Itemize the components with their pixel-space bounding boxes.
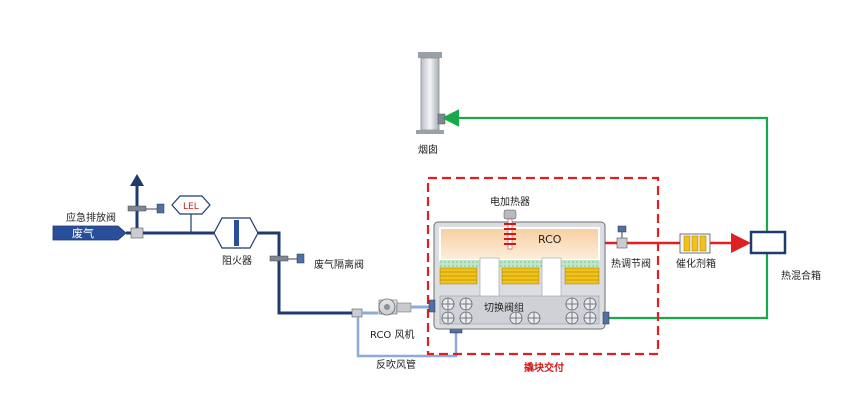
backflow-pipe (356, 317, 458, 358)
electric-heater-icon (503, 209, 517, 250)
chimney (416, 52, 446, 134)
switch-valve-group-label: 切换阀组 (484, 301, 524, 314)
heat-mixing-box-label: 热混合箱 (781, 269, 821, 282)
isolation-valve-icon (269, 253, 305, 264)
heat-regulating-valve-icon (616, 225, 628, 249)
clean-gas-line (441, 109, 769, 232)
lel-label: LEL (183, 202, 199, 212)
isolation-valve-label: 废气隔离阀 (314, 258, 364, 271)
catalyst-box (679, 233, 711, 254)
rco-fan-label: RCO 风机 (370, 328, 414, 341)
rco-label: RCO (538, 233, 562, 246)
electric-heater-label: 电加热器 (490, 195, 530, 208)
heat-regulating-valve-label: 热调节阀 (611, 257, 651, 270)
module-delivery-label: 撬块交付 (524, 361, 564, 374)
rco-fan-icon (378, 298, 412, 316)
module-boundary (426, 176, 660, 356)
chimney-label: 烟囱 (418, 143, 438, 156)
switch-valve-disc-icon (441, 297, 597, 325)
rco-outlet-flange (602, 311, 610, 325)
waste-gas-label: 废气 (72, 226, 94, 240)
emergency-valve-label: 应急排放阀 (66, 211, 116, 224)
clean-gas-return-line (609, 250, 769, 320)
arrester-outlet-pipe (258, 231, 355, 315)
rco-unit (433, 221, 606, 330)
flame-arrester-icon (213, 217, 259, 249)
tee-fitting-icon (130, 227, 144, 239)
heat-mixing-box (749, 230, 787, 255)
backflow-pipe-label: 反吹风管 (376, 358, 416, 371)
catalyst-box-label: 催化剂箱 (676, 257, 716, 270)
vent-arrow-icon (130, 174, 144, 186)
flame-arrester-label: 阻火器 (222, 255, 252, 267)
fan-inlet-valve-icon (351, 308, 363, 318)
waste-gas-inlet (52, 225, 127, 241)
emergency-valve-icon (127, 203, 165, 214)
rco-inlet-flange (428, 299, 436, 313)
lel-sensor (171, 195, 211, 215)
